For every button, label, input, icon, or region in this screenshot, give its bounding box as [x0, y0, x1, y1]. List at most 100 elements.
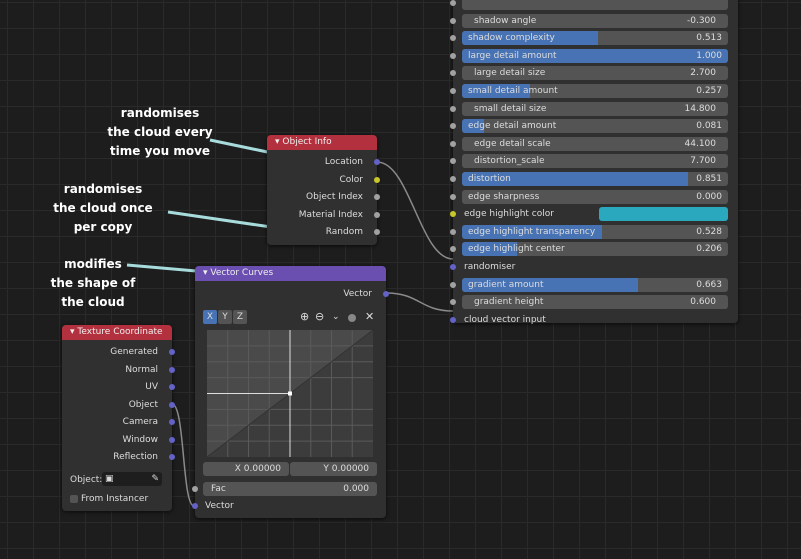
- color-swatch[interactable]: [599, 207, 728, 222]
- output-socket[interactable]: [374, 229, 380, 235]
- object-picker[interactable]: ▣✎: [102, 472, 162, 486]
- input-socket[interactable]: [450, 264, 456, 270]
- input-label: edge highlight color: [464, 209, 554, 220]
- input-socket[interactable]: [450, 0, 456, 6]
- slider-field[interactable]: edge highlight center 0.206: [462, 242, 728, 257]
- output-socket[interactable]: [374, 194, 380, 200]
- clipping-icon[interactable]: [348, 314, 356, 322]
- zoom-out-icon[interactable]: ⊖: [315, 310, 325, 323]
- input-socket[interactable]: [450, 299, 456, 306]
- field-value: 0.851: [696, 174, 722, 184]
- input-socket[interactable]: [450, 176, 456, 182]
- eyedropper-icon[interactable]: ✎: [151, 474, 159, 484]
- output-vector-socket[interactable]: [383, 291, 389, 297]
- chevron-down-icon[interactable]: ⌄: [332, 312, 340, 322]
- field-label: edge detail scale: [474, 138, 551, 149]
- y-field[interactable]: Y 0.00000: [290, 462, 377, 476]
- input-socket[interactable]: [450, 70, 456, 77]
- slider-field[interactable]: edge detail amount 0.081: [462, 119, 728, 134]
- node-title: Texture Coordinate: [77, 327, 163, 337]
- output-socket[interactable]: [374, 159, 380, 165]
- input-socket[interactable]: [450, 228, 456, 235]
- output-socket[interactable]: [169, 401, 175, 408]
- from-instancer-checkbox[interactable]: [70, 495, 78, 503]
- number-field[interactable]: shadow angle-0.300: [462, 13, 728, 28]
- number-field[interactable]: edge detail scale 44.100: [462, 136, 728, 151]
- object-icon: ▣: [105, 474, 114, 484]
- curve-point: [288, 391, 292, 396]
- x-field[interactable]: X 0.00000: [203, 462, 289, 476]
- input-socket[interactable]: [450, 88, 456, 94]
- output-socket[interactable]: [169, 436, 175, 443]
- field-label: large detail amount: [468, 50, 557, 61]
- output-socket[interactable]: [169, 349, 175, 355]
- field-label: distortion: [468, 174, 511, 184]
- note-curves: modifies the shape of the cloud: [50, 257, 136, 309]
- input-socket[interactable]: [450, 193, 456, 200]
- tab-y[interactable]: Y: [218, 310, 232, 324]
- input-socket[interactable]: [450, 35, 456, 42]
- input-socket[interactable]: [450, 123, 456, 130]
- curve-graph[interactable]: [207, 330, 373, 457]
- input-socket[interactable]: [450, 246, 456, 253]
- input-socket[interactable]: [450, 140, 456, 147]
- field-label: edge highlight center: [468, 244, 565, 255]
- number-field[interactable]: [462, 0, 728, 10]
- output-label: Reflection: [113, 452, 158, 462]
- output-socket[interactable]: [169, 366, 175, 373]
- tab-x[interactable]: X: [203, 310, 217, 324]
- wire-location: [376, 161, 454, 260]
- output-socket[interactable]: [374, 211, 380, 218]
- field-value: -0.300: [686, 15, 716, 26]
- object-info-header[interactable]: ▾ Object Info: [267, 135, 377, 150]
- output-socket[interactable]: [374, 176, 380, 183]
- field-value: 7.700: [690, 156, 716, 167]
- output-label: Material Index: [298, 209, 363, 220]
- from-instancer-label: From Instancer: [81, 494, 149, 504]
- object-label: Object:: [70, 475, 103, 485]
- input-socket[interactable]: [450, 211, 456, 218]
- vector-curves-node[interactable]: ▾ Vector Curves Vector X Y Z ⊕ ⊖ ⌄ ✕ X 0…: [192, 266, 389, 518]
- input-vector-socket[interactable]: [192, 503, 198, 509]
- close-icon[interactable]: ✕: [365, 310, 375, 323]
- field-label: edge detail amount: [468, 121, 557, 132]
- wire-vector: [385, 292, 454, 312]
- slider-field[interactable]: distortion 0.851: [462, 172, 728, 186]
- y-value: Y 0.00000: [323, 464, 369, 474]
- wire-object: [171, 403, 195, 507]
- input-socket[interactable]: [450, 17, 456, 24]
- texture-coordinate-header[interactable]: ▾ Texture Coordinate: [62, 325, 172, 340]
- field-value: 0.081: [696, 121, 722, 132]
- input-fac-socket[interactable]: [192, 486, 198, 492]
- field-value: 2.700: [690, 68, 716, 79]
- output-socket[interactable]: [169, 454, 175, 460]
- vector-curves-header[interactable]: ▾ Vector Curves: [195, 266, 386, 281]
- output-socket[interactable]: [169, 384, 175, 390]
- output-socket[interactable]: [169, 419, 175, 425]
- field-value: 44.100: [684, 138, 717, 149]
- slider-fill: [462, 224, 603, 239]
- field-value: 0.206: [696, 244, 722, 255]
- zoom-in-icon[interactable]: ⊕: [300, 310, 310, 323]
- input-socket[interactable]: [450, 105, 456, 112]
- input-socket[interactable]: [450, 281, 456, 288]
- field-value: 0.513: [696, 33, 722, 44]
- input-socket[interactable]: [450, 52, 456, 59]
- input-socket[interactable]: [450, 316, 456, 323]
- tab-z[interactable]: Z: [233, 310, 247, 324]
- input-socket[interactable]: [450, 158, 456, 165]
